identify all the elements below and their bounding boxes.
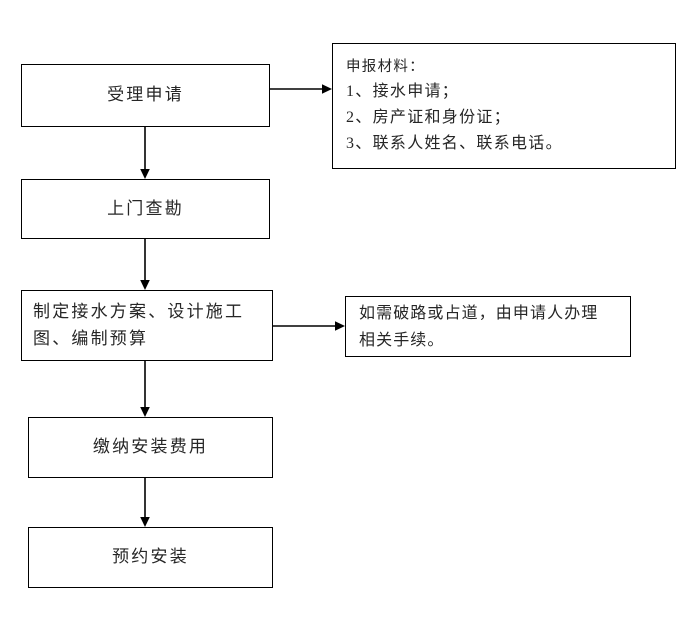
- arrow-connector-accept-to-survey: [137, 127, 153, 179]
- process-node-site-survey[interactable]: 上门查勘: [21, 179, 270, 239]
- process-node-label: 受理申请: [107, 85, 184, 105]
- note-line: 申报材料：: [346, 59, 425, 75]
- process-node-label: 预约安装: [112, 547, 189, 567]
- process-node-schedule-installation[interactable]: 预约安装: [28, 527, 273, 588]
- arrow-connector-survey-to-plan: [137, 239, 153, 290]
- process-node-label: 制定接水方案、设计施工 图、编制预算: [33, 302, 245, 348]
- note-line: 1、接水申请；: [346, 83, 460, 100]
- note-line: 3、联系人姓名、联系电话。: [346, 135, 563, 152]
- arrow-connector-plan-to-fee: [137, 361, 153, 417]
- process-node-plan-design-budget[interactable]: 制定接水方案、设计施工 图、编制预算: [21, 290, 273, 361]
- process-node-label: 上门查勘: [107, 198, 184, 218]
- note-box-required-materials: 申报材料： 1、接水申请； 2、房产证和身份证； 3、联系人姓名、联系电话。: [332, 43, 676, 169]
- process-node-pay-installation-fee[interactable]: 缴纳安装费用: [28, 417, 273, 478]
- process-node-label: 缴纳安装费用: [92, 437, 209, 457]
- note-line: 如需破路或占道，由申请人办理: [359, 304, 599, 322]
- note-box-road-permit-note: 如需破路或占道，由申请人办理相关手续。: [345, 296, 631, 357]
- note-line: 2、房产证和身份证；: [346, 109, 512, 126]
- note-line: 相关手续。: [359, 331, 445, 349]
- arrow-connector-plan-to-road-note: [273, 318, 345, 334]
- process-node-accept-application[interactable]: 受理申请: [21, 64, 270, 127]
- arrow-connector-fee-to-install: [137, 478, 153, 527]
- arrow-connector-accept-to-materials: [270, 81, 332, 97]
